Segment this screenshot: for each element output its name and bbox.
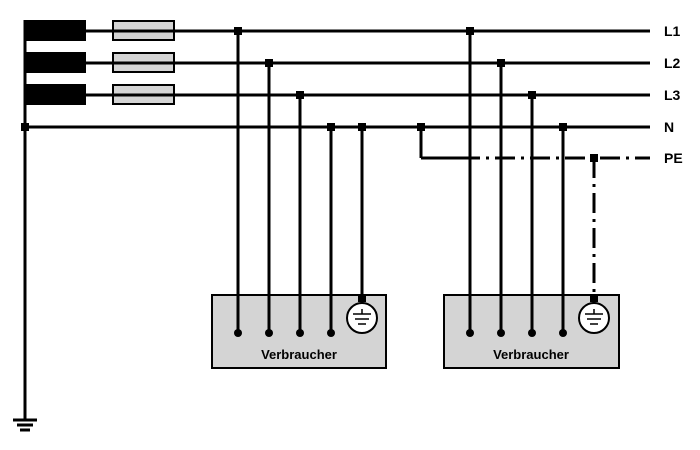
label-L1: L1	[664, 23, 681, 39]
consumer-2: Verbraucher	[417, 27, 620, 369]
phase-source-L3	[24, 84, 86, 105]
consumer-2-label: Verbraucher	[493, 347, 569, 362]
star-point-junction	[21, 123, 29, 131]
phase-source-L2	[24, 52, 86, 73]
phase-source-L1	[24, 20, 86, 41]
label-PE: PE	[664, 150, 683, 166]
label-L2: L2	[664, 55, 681, 71]
label-L3: L3	[664, 87, 681, 103]
protective-earth-icon	[346, 302, 378, 334]
ground-icon	[13, 418, 37, 432]
consumer-1: Verbraucher	[211, 27, 387, 369]
consumer-1-label: Verbraucher	[261, 347, 337, 362]
label-N: N	[664, 119, 674, 135]
protective-earth-icon	[578, 302, 610, 334]
